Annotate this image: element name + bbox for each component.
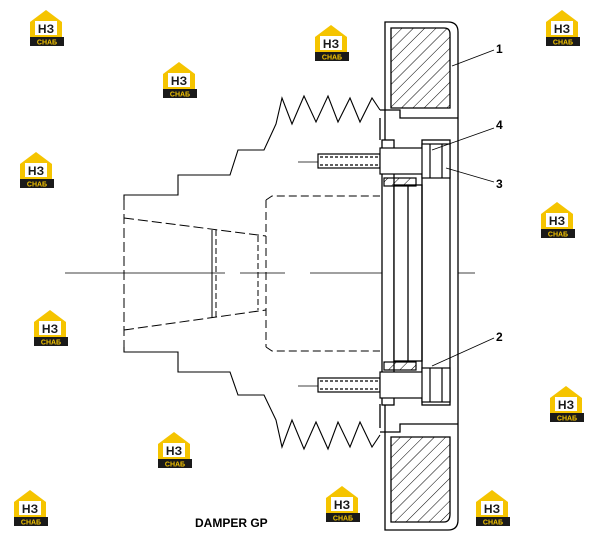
leader-lines [431,49,495,367]
callout-3: 3 [496,177,503,191]
watermark-logo-top: НЗ [38,22,54,36]
watermark-logo-bottom: СНАБ [165,462,185,469]
watermark-logo-top: НЗ [28,164,44,178]
watermark-logo: НЗ СНАБ [476,490,510,527]
watermark-logo: НЗ СНАБ [14,490,48,527]
crank-nose [123,195,380,352]
watermark-logo-bottom: СНАБ [557,416,577,423]
watermark-logo-bottom: СНАБ [27,182,47,189]
watermark-logo-top: НЗ [22,502,38,516]
watermark-logo-top: НЗ [549,214,565,228]
bolt-upper [317,143,451,187]
watermark-logo: НЗ СНАБ [326,486,360,523]
watermark-logo-bottom: СНАБ [37,40,57,47]
watermark-logo-bottom: СНАБ [21,520,41,527]
watermark-logo-top: НЗ [334,498,350,512]
watermark-logo: НЗ СНАБ [163,62,197,99]
watermark-logo-bottom: СНАБ [170,92,190,99]
watermark-logo-bottom: СНАБ [322,55,342,62]
watermark-layer: НЗ СНАБ НЗ СНАБ НЗ СНАБ НЗ СНАБ НЗ СНАБ НЗ СНАБ НЗ СН… [14,10,584,527]
watermark-logo-top: НЗ [166,444,182,458]
watermark-logo: НЗ СНАБ [30,10,64,47]
pulley-upper [123,94,381,200]
watermark-logo-bottom: СНАБ [41,340,61,347]
diagram-title: DAMPER GP [195,516,268,530]
watermark-logo-top: НЗ [323,37,339,51]
watermark-logo: НЗ СНАБ [158,432,192,469]
watermark-logo: НЗ СНАБ [550,386,584,423]
watermark-logo-top: НЗ [554,22,570,36]
watermark-logo-top: НЗ [171,74,187,88]
callout-2: 2 [496,330,503,344]
bolt-lower [317,361,451,403]
watermark-logo-top: НЗ [484,502,500,516]
watermark-logo: НЗ СНАБ [546,10,580,47]
watermark-logo: НЗ СНАБ [541,202,575,239]
callout-4: 4 [496,118,503,132]
hub-flange [381,139,451,406]
watermark-logo-bottom: СНАБ [548,232,568,239]
watermark-logo-top: НЗ [558,398,574,412]
pulley-lower [123,347,381,451]
watermark-logo-bottom: СНАБ [333,516,353,523]
watermark-logo-bottom: СНАБ [483,520,503,527]
watermark-logo-top: НЗ [42,322,58,336]
watermark-logo: НЗ СНАБ [20,152,54,189]
callout-1: 1 [496,42,503,56]
watermark-logo-bottom: СНАБ [553,40,573,47]
watermark-logo: НЗ СНАБ [315,25,349,62]
watermark-logo: НЗ СНАБ [34,310,68,347]
